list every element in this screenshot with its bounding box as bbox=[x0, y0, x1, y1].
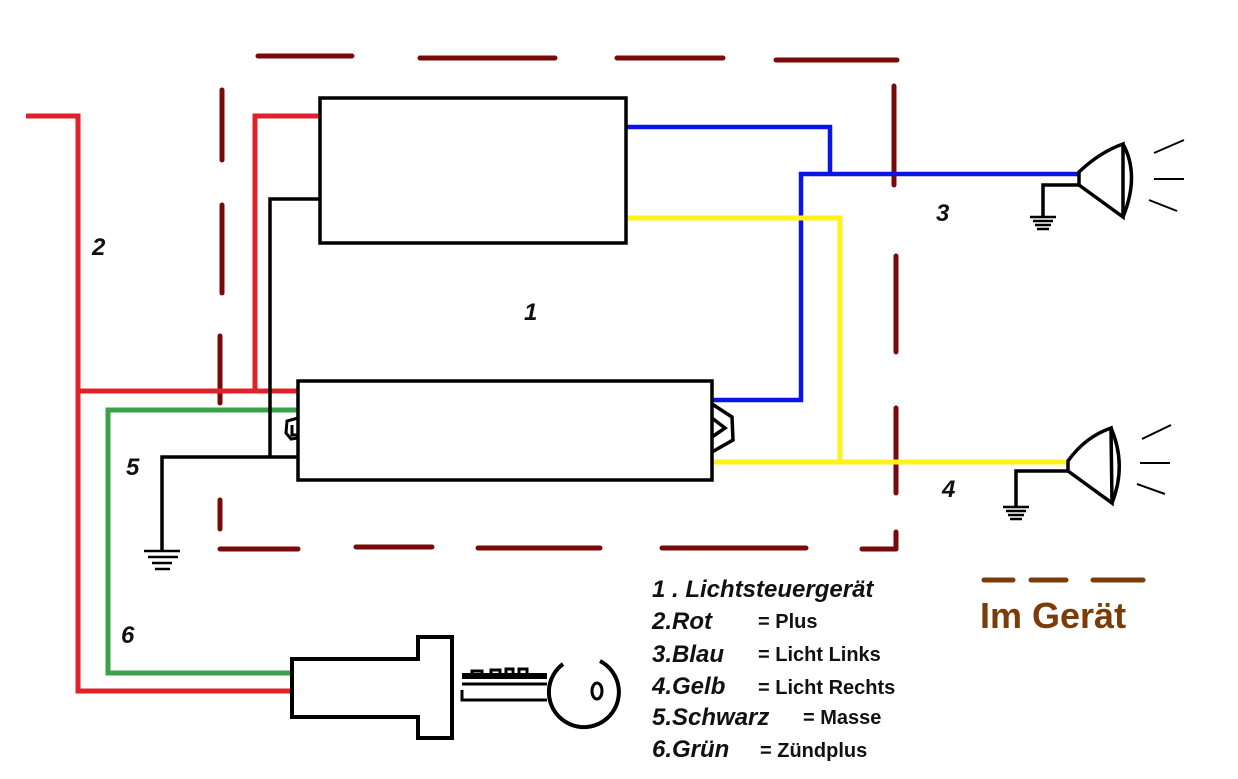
wire-red-plus bbox=[26, 113, 320, 694]
legend-key: 1 . Lichtsteuergerät bbox=[652, 576, 874, 603]
device-boundary bbox=[217, 53, 900, 552]
ground-icon bbox=[1003, 505, 1029, 521]
boundary-legend: Im Gerät bbox=[980, 577, 1146, 636]
legend-value: = Licht Links bbox=[758, 644, 881, 666]
legend-value: = Plus bbox=[758, 611, 817, 633]
wire-yellow-right bbox=[626, 215, 1068, 465]
legend: 1 . Lichtsteuergerät 2.Rot = Plus 3.Blau… bbox=[651, 576, 895, 763]
label-black: 5 bbox=[126, 454, 140, 481]
connector-left-icon bbox=[284, 416, 299, 441]
legend-key: 2.Rot bbox=[651, 608, 713, 635]
wire-blue-left bbox=[626, 124, 1078, 403]
label-red: 2 bbox=[91, 234, 106, 261]
control-module-upper bbox=[318, 96, 628, 245]
wire-green-ignition bbox=[105, 407, 297, 676]
wire-black-ground bbox=[160, 197, 320, 551]
headlight-left-icon bbox=[1041, 139, 1185, 221]
label-blue: 3 bbox=[936, 200, 950, 227]
legend-value: = Licht Rechts bbox=[758, 677, 895, 699]
label-yellow: 4 bbox=[941, 476, 955, 503]
boundary-legend-label: Im Gerät bbox=[980, 595, 1126, 636]
control-module-lower bbox=[284, 379, 735, 482]
legend-key: 4.Gelb bbox=[651, 673, 725, 700]
label-unit: 1 bbox=[524, 299, 537, 326]
headlight-right-icon bbox=[1014, 424, 1172, 507]
ignition-key-icon bbox=[290, 635, 621, 740]
legend-key: 3.Blau bbox=[652, 641, 724, 668]
ground-icon bbox=[1030, 215, 1056, 231]
legend-value: = Zündplus bbox=[760, 740, 867, 762]
legend-key: 5.Schwarz bbox=[652, 704, 769, 731]
legend-value: = Masse bbox=[803, 707, 881, 729]
connector-right-icon bbox=[710, 402, 735, 454]
label-green: 6 bbox=[121, 622, 135, 649]
ground-icon bbox=[144, 549, 180, 571]
legend-key: 6.Grün bbox=[652, 736, 729, 763]
